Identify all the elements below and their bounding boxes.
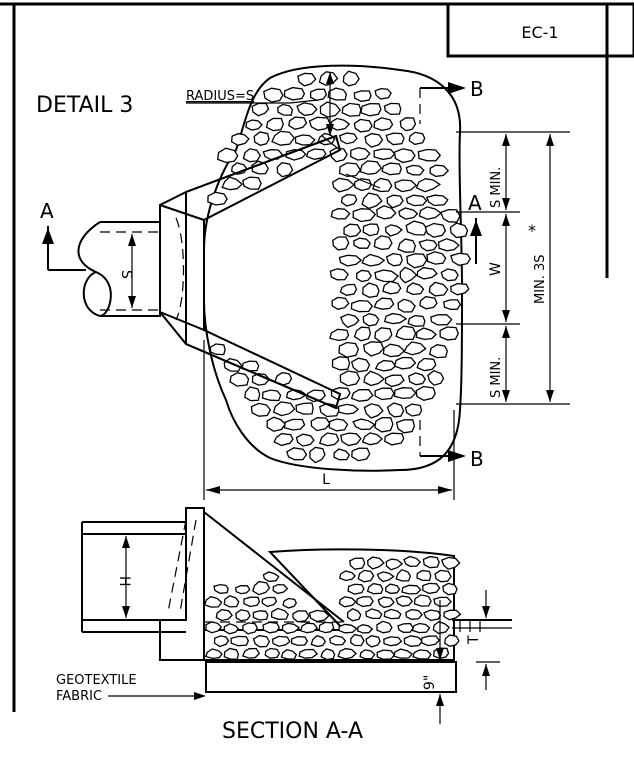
pipe-size-label: S xyxy=(118,270,134,279)
dim-height: H xyxy=(116,576,132,587)
section-mark-a-right: A xyxy=(468,191,482,215)
section-cut-a-left: A xyxy=(40,199,86,271)
fabric-label-line2: FABRIC xyxy=(56,689,102,704)
section-mark-a-left: A xyxy=(40,199,54,223)
sheet-code: EC-1 xyxy=(521,23,558,42)
title-block: EC-1 xyxy=(446,2,634,58)
flared-end-section xyxy=(159,134,342,410)
section-cut-b-top: B xyxy=(419,77,484,124)
detail-title: DETAIL 3 xyxy=(36,93,133,118)
dim-min-3s: MIN. 3S xyxy=(533,254,548,304)
dim-min-3s-asterisk: * xyxy=(528,221,536,240)
dim-s-min-top: S MIN. xyxy=(489,167,504,208)
section-mark-b-bottom: B xyxy=(470,447,484,471)
dim-depth: 9" xyxy=(422,675,438,690)
section-cut-a-right: A xyxy=(468,191,482,264)
riprap-apron xyxy=(203,64,472,472)
dim-thickness: T xyxy=(466,635,482,645)
detail-3-plan: DETAIL 3 RADIUS=S xyxy=(36,64,570,500)
fabric-label-line1: GEOTEXTILE xyxy=(56,673,137,688)
pipe: S xyxy=(77,221,161,317)
radius-label: RADIUS=S xyxy=(186,89,254,104)
riprap-stones xyxy=(207,70,472,464)
dim-w: W xyxy=(488,262,504,276)
length-dimension: L xyxy=(203,340,455,500)
section-mark-b-top: B xyxy=(470,77,484,101)
radius-dimension xyxy=(321,72,381,189)
section-a-a: H T 9" GEOTEXTILE FABRIC xyxy=(56,507,512,744)
section-title: SECTION A-A xyxy=(222,719,363,744)
dim-length: L xyxy=(322,472,330,488)
width-dimensions: S MIN. W S MIN. MIN. 3S * xyxy=(456,131,570,405)
riprap-section-stones xyxy=(204,555,462,661)
section-cut-b-bottom: B xyxy=(419,420,484,471)
dim-s-min-bottom: S MIN. xyxy=(489,357,504,398)
